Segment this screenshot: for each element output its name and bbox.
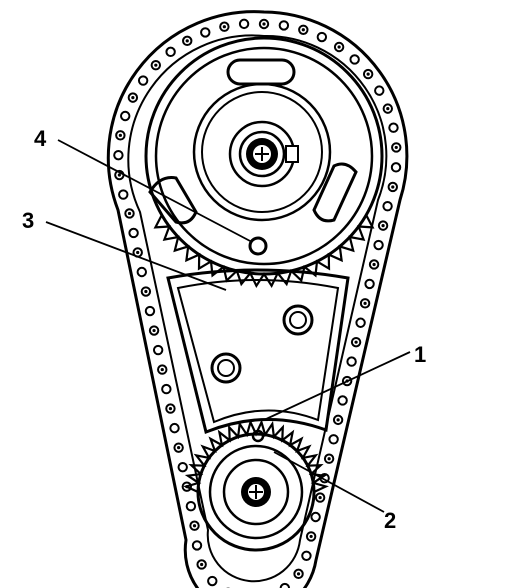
chain-link-center bbox=[337, 45, 341, 49]
sprocket-slot-top bbox=[226, 58, 296, 86]
chain-link-center bbox=[127, 211, 132, 216]
chain-link-center bbox=[185, 39, 189, 43]
chain-link-center bbox=[372, 262, 376, 267]
crankshaft-timing-mark bbox=[251, 429, 265, 443]
chain-link-center bbox=[136, 250, 140, 255]
callout-label-4: 4 bbox=[34, 126, 47, 151]
chain-link-pin bbox=[136, 266, 147, 278]
chain-link-pin bbox=[316, 31, 328, 43]
chain-link-center bbox=[296, 572, 301, 576]
chain-link-center bbox=[160, 367, 164, 372]
callout-label-1: 1 bbox=[414, 342, 426, 367]
chain-link-center bbox=[222, 25, 226, 29]
chain-link-center bbox=[381, 224, 385, 228]
chain-link-pin bbox=[388, 122, 399, 133]
chain-link-center bbox=[177, 446, 181, 450]
chain-link-pin bbox=[185, 500, 197, 512]
camshaft-hub bbox=[228, 120, 299, 188]
chain-link-center bbox=[118, 133, 122, 137]
camshaft-timing-mark bbox=[248, 236, 268, 256]
chain-link-pin bbox=[382, 200, 393, 212]
chain-link-pin bbox=[373, 239, 384, 251]
chain-link-center bbox=[154, 63, 158, 67]
chain-link-pin bbox=[278, 20, 290, 31]
chain-link-center bbox=[301, 28, 305, 32]
chain-link-pin bbox=[355, 317, 366, 328]
chain-link-pin bbox=[337, 395, 348, 406]
chain-link-pin bbox=[364, 278, 375, 290]
chain-damper-plate bbox=[166, 268, 350, 435]
chain-link-center bbox=[192, 524, 197, 528]
chain-links bbox=[113, 18, 402, 588]
chain-link-center bbox=[354, 340, 358, 344]
chain-link-pin bbox=[374, 85, 385, 96]
chain-link-pin bbox=[177, 461, 188, 473]
chain-link-center bbox=[309, 534, 313, 539]
chain-link-pin bbox=[120, 110, 131, 122]
chain-link-center bbox=[391, 185, 395, 189]
chain-link-center bbox=[336, 418, 340, 422]
chain-link-center bbox=[131, 96, 135, 100]
chain-link-pin bbox=[144, 305, 156, 317]
chain-link-center bbox=[200, 562, 204, 567]
callout-label-2: 2 bbox=[384, 508, 396, 533]
chain-link-center bbox=[262, 22, 266, 26]
chain-link-center bbox=[318, 495, 322, 500]
damper-bolt-lower bbox=[210, 352, 242, 384]
chain-link-center bbox=[394, 145, 398, 150]
chain-link-pin bbox=[390, 162, 402, 173]
callout-3: 3 bbox=[22, 208, 227, 291]
chain-link-pin bbox=[118, 189, 129, 200]
chain-link-center bbox=[152, 328, 156, 333]
chain-link-pin bbox=[346, 356, 357, 367]
chain-link-center bbox=[168, 407, 173, 411]
chain-link-center bbox=[363, 301, 367, 305]
damper-bolt-upper bbox=[282, 304, 314, 336]
chain-link-pin bbox=[128, 227, 139, 239]
chain-link-pin bbox=[310, 511, 321, 523]
chain-link-pin bbox=[137, 75, 149, 86]
camshaft-sprocket bbox=[144, 36, 384, 289]
chain-link-pin bbox=[165, 46, 176, 58]
chain-link-pin bbox=[152, 344, 164, 356]
callout-label-3: 3 bbox=[22, 208, 34, 233]
chain-link-pin bbox=[279, 582, 291, 588]
chain-link-pin bbox=[238, 18, 250, 30]
chain-link-pin bbox=[328, 434, 339, 445]
chain-link-pin bbox=[200, 27, 211, 38]
chain-link-center bbox=[366, 72, 370, 76]
crankshaft-sprocket bbox=[183, 419, 329, 552]
chain-link-pin bbox=[161, 383, 172, 395]
chain-link-center bbox=[386, 107, 390, 111]
chain-link-pin bbox=[113, 149, 124, 161]
chain-link-pin bbox=[349, 54, 360, 65]
chain-link-center bbox=[327, 457, 331, 461]
callout-2: 2 bbox=[273, 451, 396, 533]
timing-chain bbox=[106, 10, 409, 588]
chain-link-center bbox=[117, 173, 121, 177]
callout-4: 4 bbox=[34, 126, 253, 243]
chain-link-center bbox=[144, 289, 148, 294]
chain-link-pin bbox=[207, 575, 218, 587]
callout-1: 1 bbox=[263, 342, 426, 421]
sprocket-slot-right bbox=[312, 162, 358, 223]
chain-link-pin bbox=[301, 550, 312, 561]
chain-link-pin bbox=[169, 422, 180, 434]
chain-link-pin bbox=[191, 540, 203, 551]
